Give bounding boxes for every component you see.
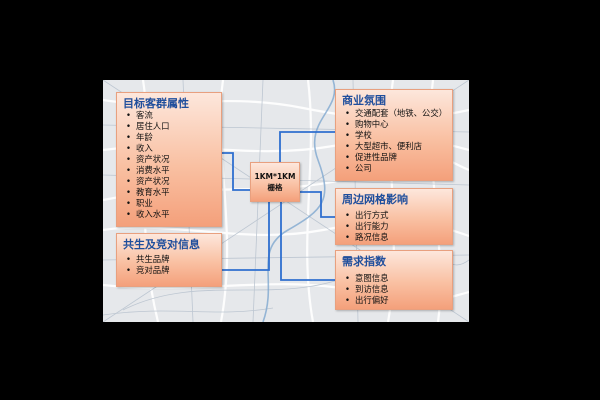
list-item: •学校 [345,130,372,140]
list-item: •资产状况 [126,154,170,164]
list-item: •到访信息 [345,284,389,294]
demand-index-title: 需求指数 [342,255,386,268]
list-item: •路况信息 [345,232,389,242]
list-item: •购物中心 [345,119,389,129]
list-item: •出行能力 [345,221,389,231]
list-item: •职业 [126,198,153,208]
list-item: •收入 [126,143,153,153]
surrounding-grid-box: 周边网格影响 •出行方式 •出行能力 •路况信息 [335,188,453,245]
list-item: •公司 [345,163,372,173]
competition-title: 共生及竞对信息 [123,238,200,251]
competition-box: 共生及竞对信息 •共生品牌 •竞对品牌 [116,233,222,287]
list-item: •交通配套（地铁、公交） [345,108,448,118]
list-item: •大型超市、便利店 [345,141,422,151]
list-item: •年龄 [126,132,153,142]
surrounding-grid-list: •出行方式 •出行能力 •路况信息 [345,210,389,243]
grid-cell-label: 1KM*1KM 栅格 [254,172,296,192]
target-customer-title: 目标客群属性 [123,97,189,110]
list-item: •意图信息 [345,273,389,283]
list-item: •收入水平 [126,209,170,219]
list-item: •教育水平 [126,187,170,197]
connector-lines [213,131,335,281]
competition-list: •共生品牌 •竞对品牌 [126,254,170,276]
target-customer-list: •客流 •居住人口 •年龄 •收入 •资产状况 •消费水平 •资产状况 •教育水… [126,110,170,220]
business-atmosphere-list: •交通配套（地铁、公交） •购物中心 •学校 •大型超市、便利店 •促进性品牌 … [345,108,447,174]
business-atmosphere-title: 商业氛围 [342,94,386,107]
target-customer-box: 目标客群属性 •客流 •居住人口 •年龄 •收入 •资产状况 •消费水平 •资产… [116,92,222,227]
surrounding-grid-title: 周边网格影响 [342,193,408,206]
list-item: •居住人口 [126,121,170,131]
list-item: •消费水平 [126,165,170,175]
list-item: •共生品牌 [126,254,170,264]
list-item: •竞对品牌 [126,265,170,275]
list-item: •出行偏好 [345,295,389,305]
list-item: •促进性品牌 [345,152,397,162]
list-item: •客流 [126,110,153,120]
list-item: •资产状况 [126,176,170,186]
business-atmosphere-box: 商业氛围 •交通配套（地铁、公交） •购物中心 •学校 •大型超市、便利店 •促… [335,89,453,181]
demand-index-list: •意图信息 •到访信息 •出行偏好 [345,273,389,306]
grid-cell-box: 1KM*1KM 栅格 [250,162,300,202]
diagram-slide: 目标客群属性 •客流 •居住人口 •年龄 •收入 •资产状况 •消费水平 •资产… [103,80,469,322]
demand-index-box: 需求指数 •意图信息 •到访信息 •出行偏好 [335,250,453,310]
list-item: •出行方式 [345,210,389,220]
